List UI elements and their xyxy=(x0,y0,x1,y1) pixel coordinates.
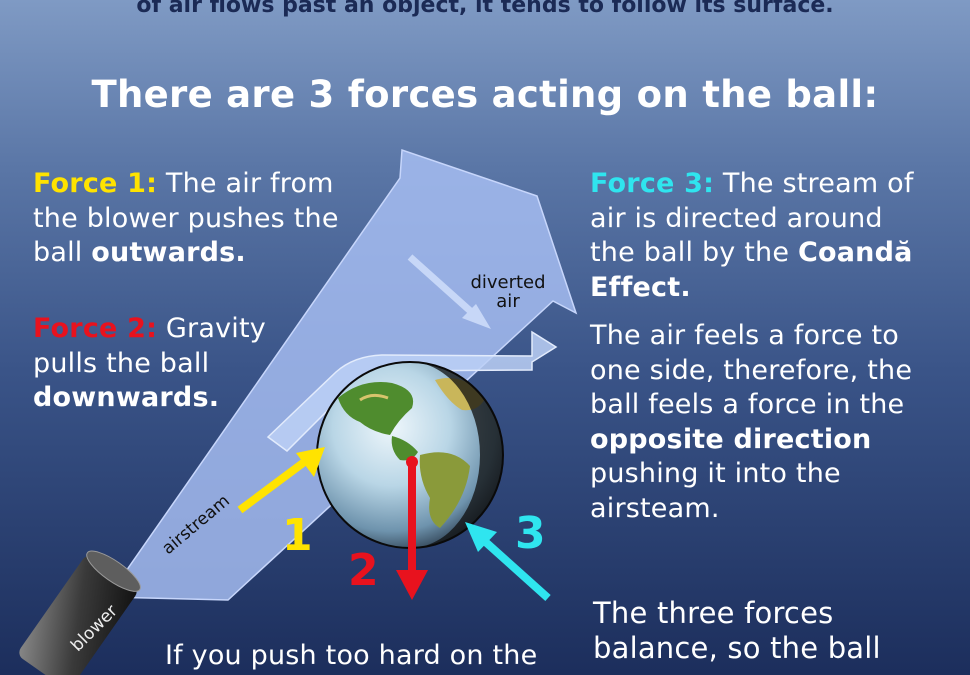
force3-number: 3 xyxy=(515,508,546,559)
page-heading: There are 3 forces acting on the ball: xyxy=(91,73,879,116)
diverted-air-label-2: air xyxy=(496,291,520,312)
diverted-air-label-1: diverted xyxy=(470,272,545,293)
force2-label: Force 2: xyxy=(33,313,158,344)
force1-text: The air from the blower pushes the ball xyxy=(33,168,339,268)
force2-description: Force 2: Gravity pulls the ball downward… xyxy=(33,312,278,416)
force1-bold: outwards. xyxy=(91,237,246,268)
force3-description: Force 3: The stream of air is directed a… xyxy=(590,167,930,305)
blower xyxy=(19,550,141,675)
force2-number: 2 xyxy=(348,545,379,596)
force1-label: Force 1: xyxy=(33,168,158,199)
explanation-text: The air feels a force to one side, there… xyxy=(590,319,935,526)
force1-arrow xyxy=(237,447,325,514)
bottom-right-line-1: The three forces xyxy=(593,596,834,630)
bottom-left-text: If you push too hard on the xyxy=(165,640,538,671)
force1-description: Force 1: The air from the blower pushes … xyxy=(33,167,343,271)
explanation-bold: opposite direction xyxy=(590,423,872,455)
force3-text: The stream of air is directed around the… xyxy=(590,168,914,268)
explanation-part-b: pushing it into the airsteam. xyxy=(590,458,841,524)
force2-text: Gravity pulls the ball xyxy=(33,313,266,379)
intro-text: of air flows past an object, it tends to… xyxy=(136,0,834,18)
bottom-right-line-2: balance, so the ball xyxy=(593,631,881,665)
force2-bold: downwards. xyxy=(33,382,220,413)
force3-bold: Coandă Effect. xyxy=(590,237,913,303)
diverted-air-arrow xyxy=(407,254,491,329)
explanation-part-a: The air feels a force to one side, there… xyxy=(590,320,913,420)
force3-arrow xyxy=(465,522,551,601)
force3-label: Force 3: xyxy=(590,168,715,199)
force1-number: 1 xyxy=(282,510,313,561)
force2-arrow xyxy=(396,456,428,600)
